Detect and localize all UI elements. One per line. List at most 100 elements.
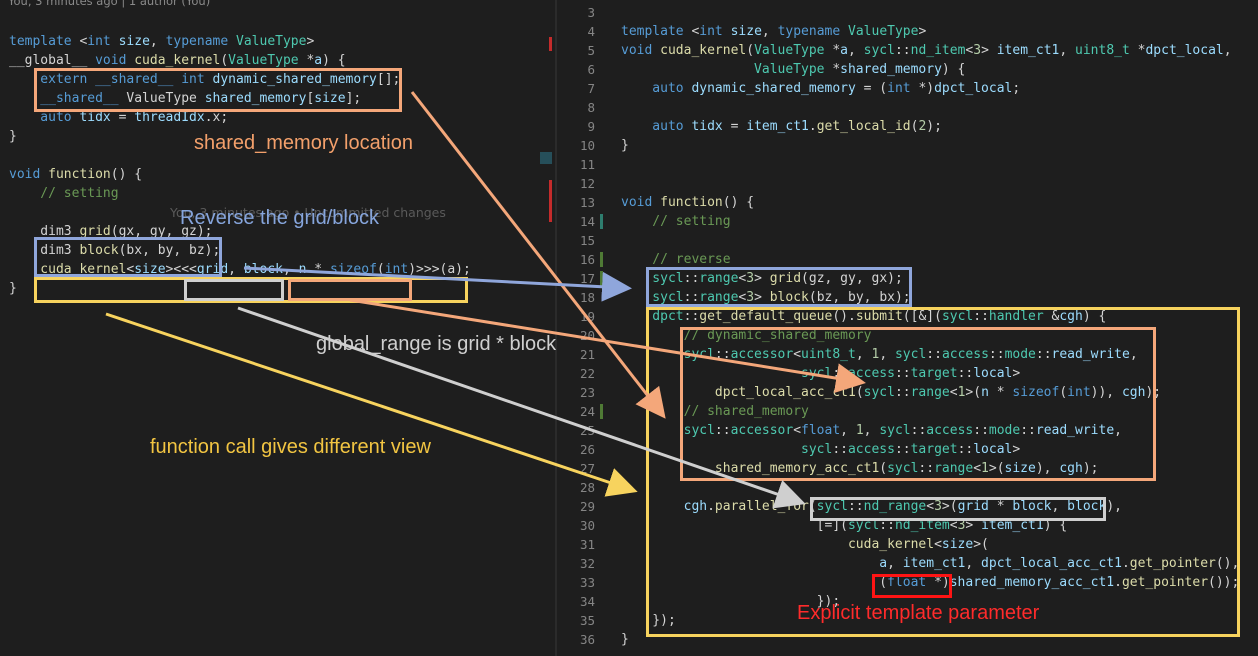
code-line[interactable]: } [621, 136, 629, 155]
code-token: ( [220, 53, 229, 68]
code-line[interactable]: dpct_local_acc_ct1(sycl::range<1>(n * si… [621, 383, 1161, 402]
code-line[interactable]: sycl::access::target::local> [621, 440, 1020, 459]
code-token: uint8_t [1075, 43, 1138, 58]
code-token: < [793, 347, 802, 362]
code-token: ) { [1043, 518, 1068, 533]
annotation-global-range: global_range is grid * block [316, 333, 557, 355]
code-line[interactable]: cgh.parallel_for(sycl::nd_range<3>(grid … [621, 497, 1122, 516]
code-token: sycl [887, 461, 919, 476]
code-line[interactable]: }); [621, 611, 676, 630]
code-token: shared_memory [840, 62, 942, 77]
code-token: (). [832, 309, 856, 324]
code-token: function [660, 195, 723, 210]
code-line[interactable]: void function() { [9, 165, 142, 184]
code-line[interactable]: // shared_memory [621, 402, 809, 421]
line-number: 22 [579, 366, 595, 381]
code-line[interactable]: sycl::range<3> grid(gz, gy, gx); [621, 269, 903, 288]
code-token: ( [1059, 385, 1068, 400]
red-box-float-cast [872, 574, 952, 598]
code-line[interactable]: dpct::get_default_queue().submit([&](syc… [621, 307, 1106, 326]
deleted-line-marker [549, 37, 552, 51]
code-token: . [1121, 556, 1130, 571]
code-token: ( [376, 262, 385, 277]
code-token: mode [988, 423, 1021, 438]
code-line[interactable]: } [9, 279, 17, 298]
code-line[interactable]: } [621, 630, 629, 649]
code-token: < [738, 271, 747, 286]
code-line[interactable]: ValueType *shared_memory) { [621, 60, 965, 79]
code-token: size [1004, 461, 1036, 476]
code-line[interactable]: extern __shared__ int dynamic_shared_mem… [9, 70, 400, 89]
code-token: > [918, 24, 927, 39]
code-token: > [981, 43, 997, 58]
code-line[interactable]: // dynamic_shared_memory [621, 326, 872, 345]
line-number: 18 [579, 290, 595, 305]
code-line[interactable]: // reverse [621, 250, 730, 269]
code-token: a [621, 556, 888, 571]
code-line[interactable]: template <int size, typename ValueType> [621, 22, 926, 41]
code-token: range [699, 290, 739, 305]
code-token: grid [957, 499, 997, 514]
code-token: cgh [1059, 461, 1083, 476]
code-line[interactable]: shared_memory_acc_ct1(sycl::range<1>(siz… [621, 459, 1099, 478]
arrow-function-call [105, 312, 638, 497]
code-line[interactable]: } [9, 127, 17, 146]
code-line[interactable]: }); [621, 592, 841, 611]
code-line[interactable]: auto tidx = item_ct1.get_local_id(2); [621, 117, 942, 136]
line-number: 17 [579, 271, 595, 286]
blame-header: You, 3 minutes ago | 1 author (You) [8, 0, 211, 8]
code-line[interactable]: sycl::accessor<float, 1, sycl::access::m… [621, 421, 1122, 440]
code-token: accessor [730, 347, 794, 362]
code-line[interactable]: dim3 block(bx, by, bz); [9, 241, 220, 260]
added-line-marker [600, 214, 603, 229]
line-number: 3 [587, 5, 595, 20]
code-line[interactable]: __global__ void cuda_kernel(ValueType *a… [9, 51, 346, 70]
line-number: 30 [579, 518, 595, 533]
code-line[interactable]: auto tidx = threadIdx.x; [9, 108, 228, 127]
code-token: (), [1215, 556, 1240, 571]
line-number: 8 [587, 100, 595, 115]
code-line[interactable]: a, item_ct1, dpct_local_acc_ct1.get_poin… [621, 554, 1239, 573]
code-token: , [863, 423, 880, 438]
code-token: int [887, 81, 919, 96]
code-line[interactable]: template <int size, typename ValueType> [9, 32, 314, 51]
editor-divider[interactable] [555, 0, 557, 656]
code-token: }); [621, 613, 676, 628]
annotation-reverse-grid-block: Reverse the grid/block [180, 207, 379, 229]
code-line[interactable]: sycl::range<3> block(bz, by, bx); [621, 288, 910, 307]
code-token: dpct [621, 309, 684, 324]
line-number: 6 [587, 62, 595, 77]
code-line[interactable]: void cuda_kernel(ValueType *a, sycl::nd_… [621, 41, 1232, 60]
code-token: ValueType [236, 34, 307, 49]
code-token: 1 [871, 347, 880, 362]
code-token: template [9, 34, 80, 49]
code-token: :: [683, 271, 700, 286]
annotation-function-call: function call gives different view [150, 436, 431, 458]
code-token: ) { [1082, 309, 1107, 324]
code-line[interactable]: __shared__ ValueType shared_memory[size]… [9, 89, 361, 108]
code-token: // dynamic_shared_memory [621, 328, 872, 343]
code-line[interactable]: // setting [621, 212, 730, 231]
code-line[interactable]: sycl::accessor<uint8_t, 1, sycl::access:… [621, 345, 1138, 364]
code-line[interactable]: (float *)shared_memory_acc_ct1.get_point… [621, 573, 1239, 592]
code-line[interactable]: [=](sycl::nd_item<3> item_ct1) { [621, 516, 1068, 535]
code-token: cuda_kernel [9, 262, 127, 277]
code-line[interactable]: // setting [9, 184, 118, 203]
code-line[interactable]: cuda_kernel<size><<<grid, block, n * siz… [9, 260, 471, 279]
code-token: []; [376, 72, 401, 87]
line-number: 11 [579, 157, 595, 172]
code-token: threadIdx [134, 110, 205, 125]
line-number: 29 [579, 499, 595, 514]
code-token: read_write [1035, 423, 1115, 438]
code-token: . [707, 499, 715, 514]
code-line[interactable]: void function() { [621, 193, 754, 212]
code-token: * [996, 499, 1013, 514]
code-token: tidx [691, 119, 731, 134]
arrow-shared-memory [410, 91, 666, 419]
code-line[interactable]: cuda_kernel<size>( [621, 535, 989, 554]
code-token: ValueType [228, 53, 307, 68]
code-line[interactable]: auto dynamic_shared_memory = (int *)dpct… [621, 79, 1020, 98]
code-line[interactable]: dim3 grid(gx, gy, gz); [9, 222, 212, 241]
code-token: a [840, 43, 848, 58]
